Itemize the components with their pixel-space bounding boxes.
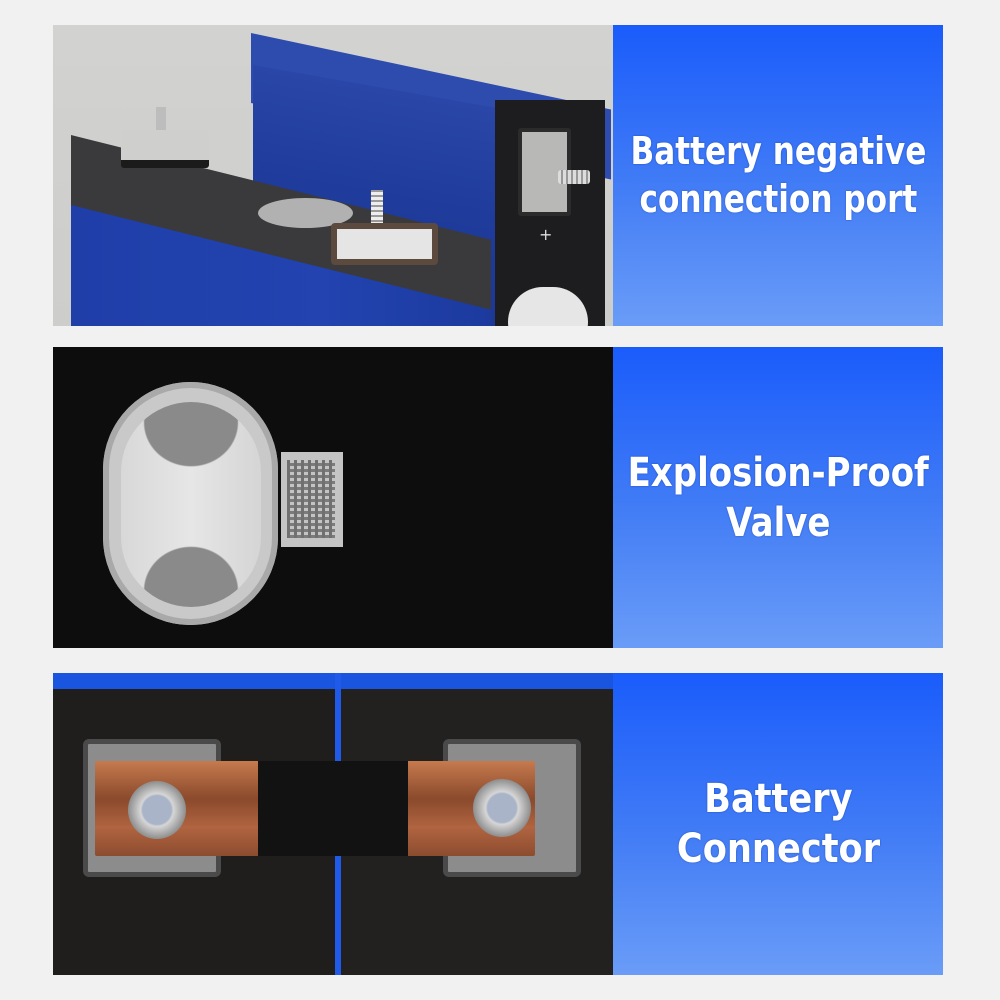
polarity-plus-icon: + [539,225,553,244]
caption-line: Connector [676,826,880,872]
caption-explosion-valve: Explosion-Proof Valve [613,347,943,648]
caption-line: Explosion-Proof [627,449,929,496]
top-terminal [121,130,209,168]
valve-photo [53,347,613,648]
caption-line: Battery negative [630,129,926,173]
top-bolt-icon [156,107,166,137]
caption-battery-connector: Battery Connector [613,673,943,975]
connector-photo [53,673,613,975]
qr-code-icon [287,460,335,538]
caption-negative-port: Battery negative connection port [613,25,943,326]
caption-line: Valve [725,499,831,546]
top-terminal [331,223,438,265]
hex-nut-icon [473,779,531,837]
panel-explosion-valve: Explosion-Proof Valve [53,347,943,648]
hex-nut-icon [128,781,186,839]
panel-negative-port: + Battery negative connection port [53,25,943,326]
panel-battery-connector: Battery Connector [53,673,943,975]
valve-membrane [121,402,261,607]
terminal-bolt-icon [558,170,590,184]
caption-line: connection port [639,176,917,221]
insulation-sleeve [258,761,408,856]
battery-cell-photo: + [53,25,613,326]
caption-line: Battery [703,776,853,822]
top-bolt-icon [371,190,383,230]
